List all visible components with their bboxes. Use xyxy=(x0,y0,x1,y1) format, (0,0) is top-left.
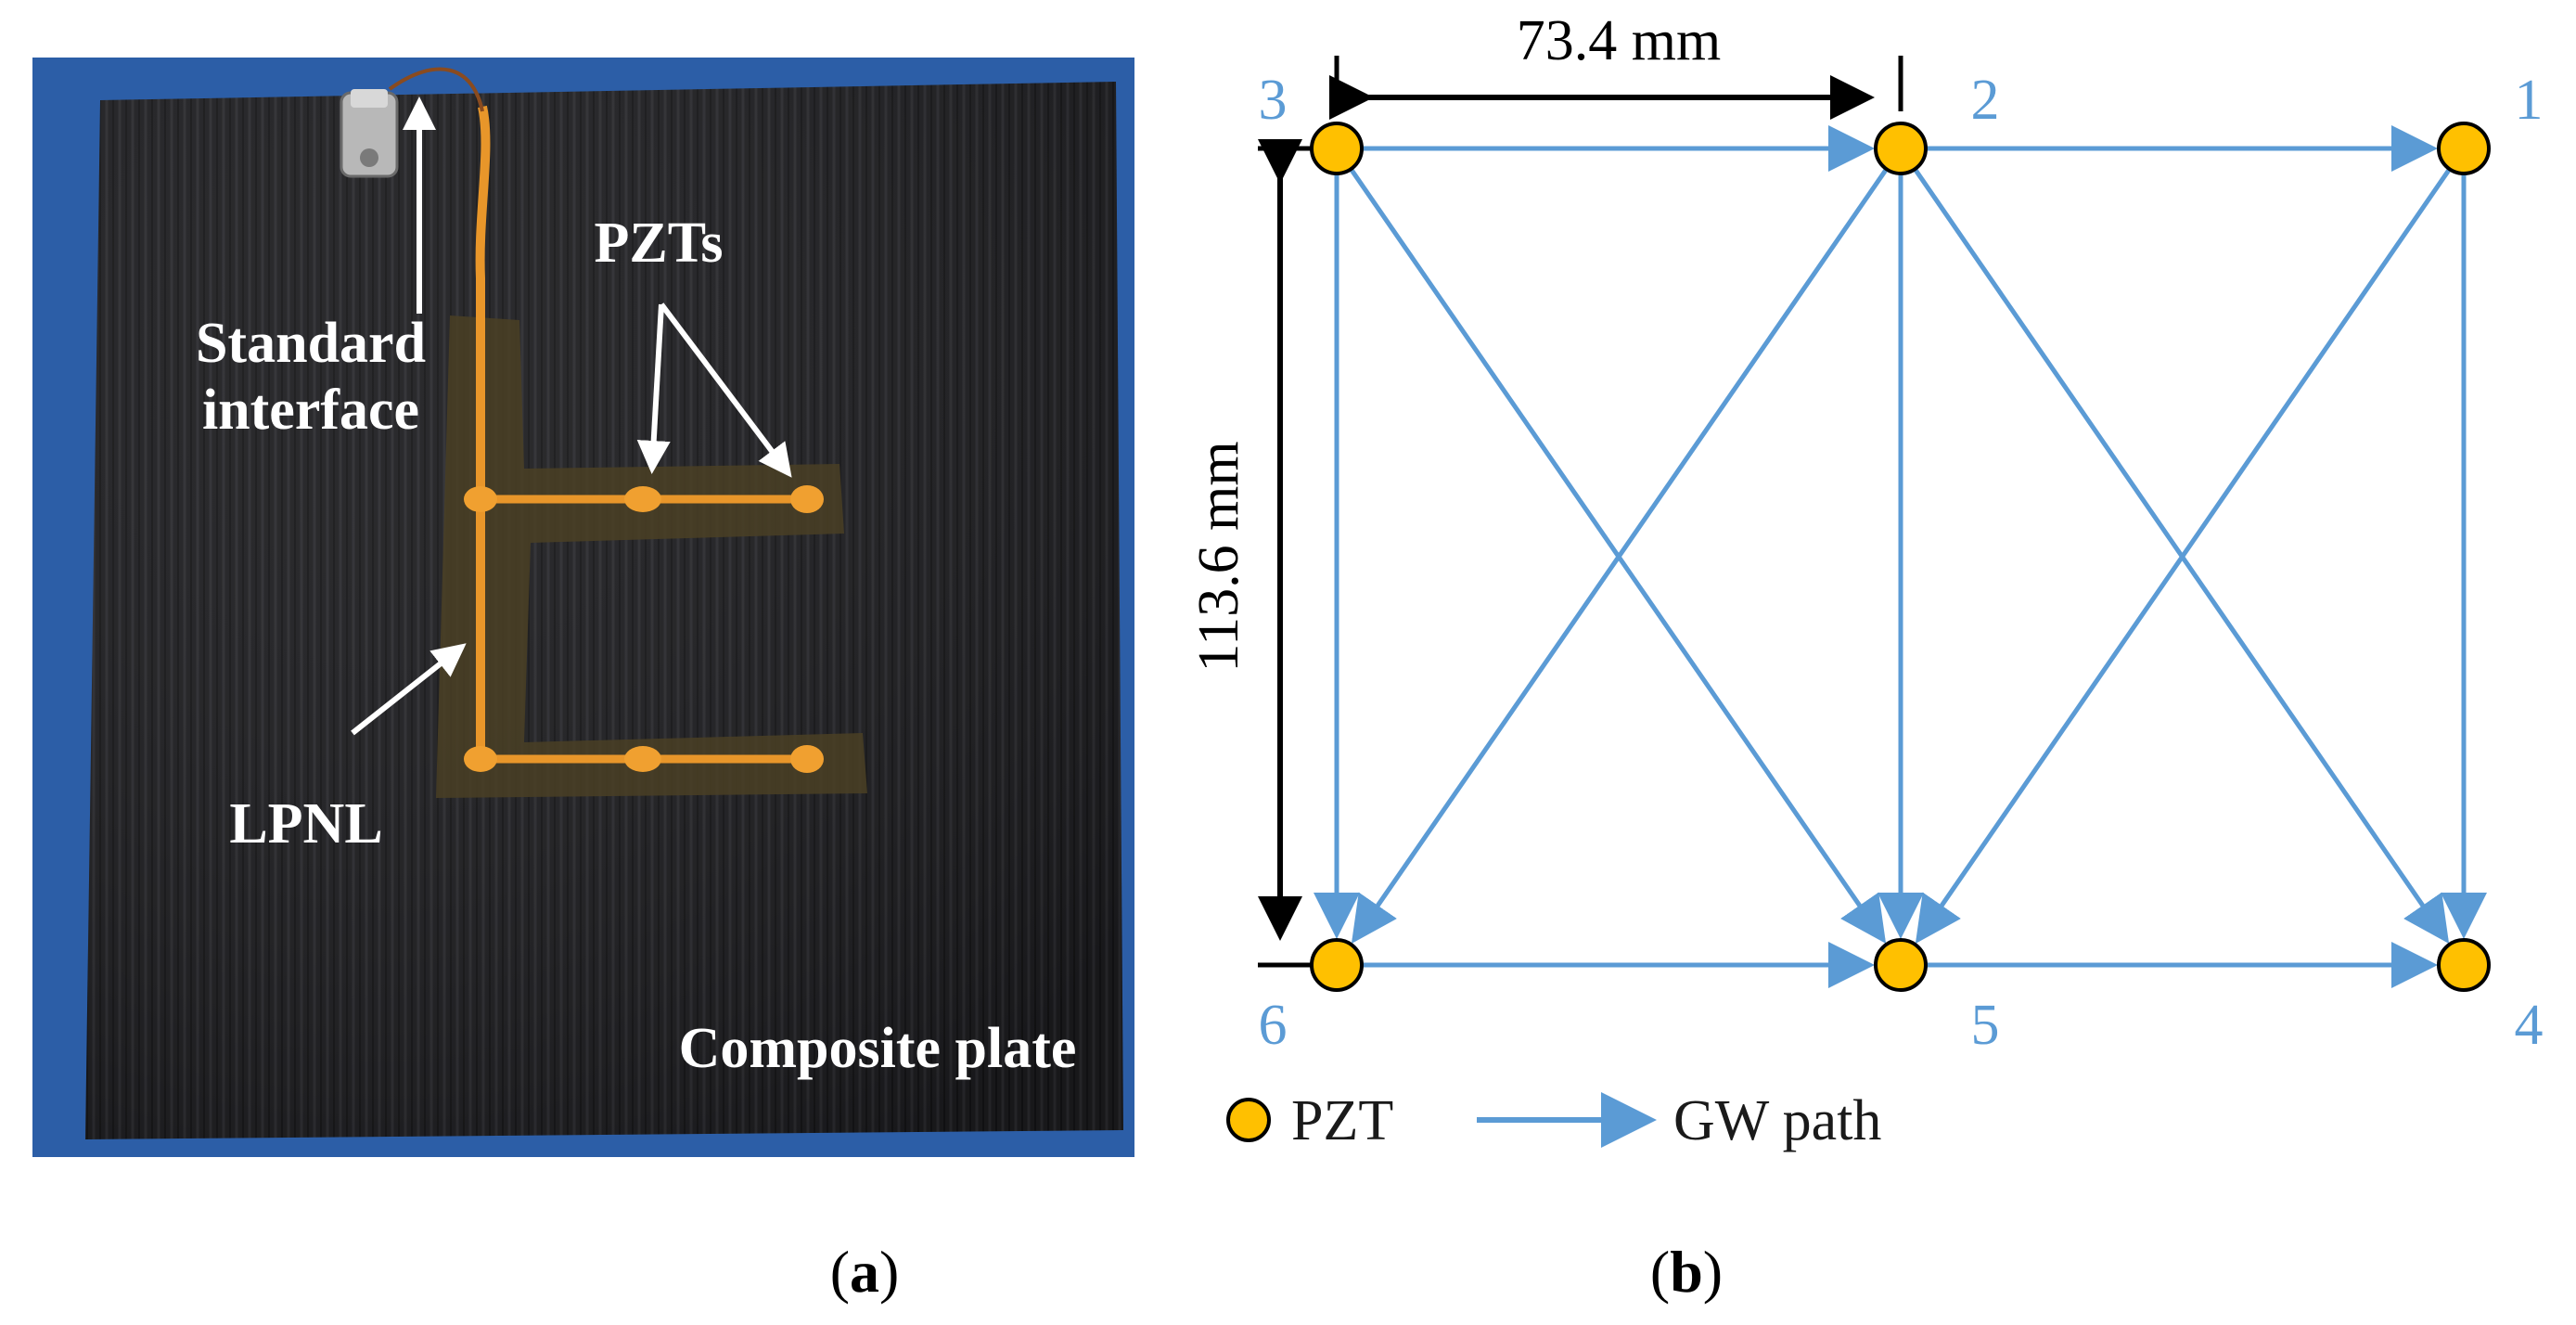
label-composite-plate: Composite plate xyxy=(679,1017,1077,1080)
gw-path-2-to-4 xyxy=(1913,167,2450,944)
pzt-node-3 xyxy=(1310,122,1364,175)
caption-b-letter: b xyxy=(1670,1239,1703,1305)
pzt-node-2 xyxy=(1874,122,1928,175)
caption-b: (b) xyxy=(1650,1239,1723,1305)
label-pzts: PZTs xyxy=(594,212,723,275)
caption-a-letter: a xyxy=(850,1239,879,1305)
caption-a: (a) xyxy=(830,1239,900,1305)
legend-path-label: GW path xyxy=(1673,1089,1881,1152)
gw-path-2-to-6 xyxy=(1351,167,1889,944)
pzt-node-1 xyxy=(2437,122,2491,175)
pzt-sensor xyxy=(790,745,824,773)
svg-text:(a): (a) xyxy=(830,1239,900,1305)
gw-path-3-to-5 xyxy=(1349,167,1887,944)
pzt-node-label-5: 5 xyxy=(1971,994,2000,1057)
pzt-node-label-3: 3 xyxy=(1259,69,1288,132)
label-standard-line2: interface xyxy=(202,379,419,442)
dim-v-label: 113.6 mm xyxy=(1187,441,1250,672)
label-lpnl: LPNL xyxy=(229,792,382,855)
standard-interface-connector xyxy=(340,67,484,178)
legend-pzt-marker xyxy=(1226,1098,1271,1142)
pzt-node-6 xyxy=(1310,938,1364,992)
pzt-sensor xyxy=(464,746,497,772)
pzt-sensor xyxy=(624,746,661,772)
pzt-arrow-right xyxy=(659,302,792,478)
pzt-node-label-6: 6 xyxy=(1259,994,1288,1057)
pzt-nodes: 1 2 3 4 5 6 xyxy=(1259,69,2544,1057)
pzt-sensor xyxy=(464,486,497,512)
lpnl-network xyxy=(464,105,824,773)
pzt-arrow-left xyxy=(636,303,671,474)
lpnl-arrow xyxy=(351,643,467,736)
pzt-node-5 xyxy=(1874,938,1928,992)
svg-text:(b): (b) xyxy=(1650,1239,1723,1305)
pzt-node-label-2: 2 xyxy=(1971,69,2000,132)
pzt-node-label-1: 1 xyxy=(2515,69,2544,132)
panel-b-diagram: 73.4 mm 113.6 mm 1 2 3 4 5 6 PZT GW path xyxy=(1187,9,2544,1152)
dim-h-label: 73.4 mm xyxy=(1517,9,1721,72)
pzt-sensor xyxy=(624,486,661,512)
legend-pzt-label: PZT xyxy=(1291,1089,1393,1152)
pzt-node-4 xyxy=(2437,938,2491,992)
legend: PZT GW path xyxy=(1226,1089,1881,1152)
gw-path-1-to-5 xyxy=(1915,167,2452,944)
lpnl-trunk xyxy=(475,105,491,752)
label-standard-line1: Standard xyxy=(196,312,426,375)
pzt-sensor xyxy=(790,485,824,513)
composite-plate-shading xyxy=(85,82,1123,1139)
panel-a-photo: Standard interface PZTs LPNL Composite p… xyxy=(32,58,1134,1157)
pzt-node-label-4: 4 xyxy=(2515,994,2544,1057)
gw-paths xyxy=(1314,125,2487,988)
